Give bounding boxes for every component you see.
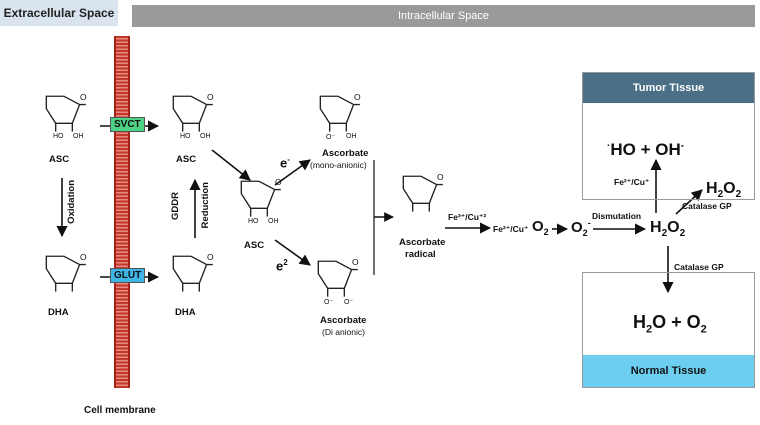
ascorbate-mono-label: Ascorbate [322, 148, 369, 159]
extracellular-space-header: Extracellular Space [0, 0, 118, 26]
glut-transporter: GLUT [110, 268, 146, 283]
electron-one-label: e- [280, 155, 290, 171]
fe3-cu2-label: Fe³⁺/Cu⁺² [448, 212, 487, 222]
atom-label: O [275, 177, 282, 187]
gddr-label: GDDR [170, 192, 181, 220]
water-oxygen-equation: H2O + O2 [633, 312, 707, 336]
atom-label: OH [268, 218, 279, 225]
tumor-tissue-box: Tumor TIssue [582, 72, 755, 200]
hydrogen-peroxide-tumor-label: H2O2 [706, 180, 742, 201]
atom-label: OH [346, 133, 357, 140]
asc-left-label: ASC [49, 154, 70, 165]
ascorbate-radical-label: radical [405, 249, 436, 260]
ascorbate-di-sub: (Di anionic) [322, 327, 365, 337]
fe2-cu-label: Fe²⁺/Cu⁺ [493, 224, 529, 234]
superoxide-label: O2- [571, 218, 591, 238]
oxygen-label: O2 [532, 218, 549, 237]
atom-label: O⁻ [326, 134, 336, 141]
asc-right-label: ASC [176, 154, 197, 165]
atom-label: O [80, 252, 87, 262]
electron-two-label: e2 [276, 258, 288, 274]
atom-label: OH [73, 133, 84, 140]
atom-label: O [437, 172, 444, 182]
atom-label: HO [248, 218, 259, 225]
atom-label: O [352, 257, 359, 267]
atom-label: O⁻ [324, 299, 334, 306]
atom-label: HO [180, 133, 191, 140]
atom-label: O [354, 92, 361, 102]
cell-membrane-label: Cell membrane [84, 405, 156, 416]
atom-label: O [207, 252, 214, 262]
ascorbate-di-label: Ascorbate [320, 315, 367, 326]
intracellular-space-header: Intracellular Space [132, 5, 755, 27]
atom-label: OH [200, 133, 211, 140]
ascorbate-radical-label: Ascorbate [399, 237, 446, 248]
oxidation-label: Oxidation [66, 180, 77, 224]
asc-center-label: ASC [244, 240, 265, 251]
dismutation-label: Dismutation [592, 211, 642, 221]
fe2-cu-tumor-label: Fe²⁺/Cu⁺ [614, 177, 650, 187]
catalase-label-top: Catalase GP [682, 201, 732, 211]
hydrogen-peroxide-label: H2O2 [650, 219, 686, 240]
reduction-label: Reduction [200, 182, 211, 229]
atom-label: HO [53, 133, 64, 140]
catalase-label-bottom: Catalase GP [674, 262, 724, 272]
atom-label: O [207, 92, 214, 102]
dha-left-label: DHA [48, 307, 69, 318]
atom-label: O⁻ [344, 299, 354, 306]
dha-right-label: DHA [175, 307, 196, 318]
normal-tissue-header: Normal Tissue [583, 355, 754, 387]
hydroxyl-radical-equation: ·HO + OH- [607, 140, 685, 159]
normal-tissue-box: Normal Tissue [582, 272, 755, 388]
atom-label: O [80, 92, 87, 102]
tumor-tissue-header: Tumor TIssue [583, 73, 754, 103]
ascorbate-mono-sub: (mono-anionic) [310, 160, 367, 170]
svct-transporter: SVCT [110, 117, 145, 132]
